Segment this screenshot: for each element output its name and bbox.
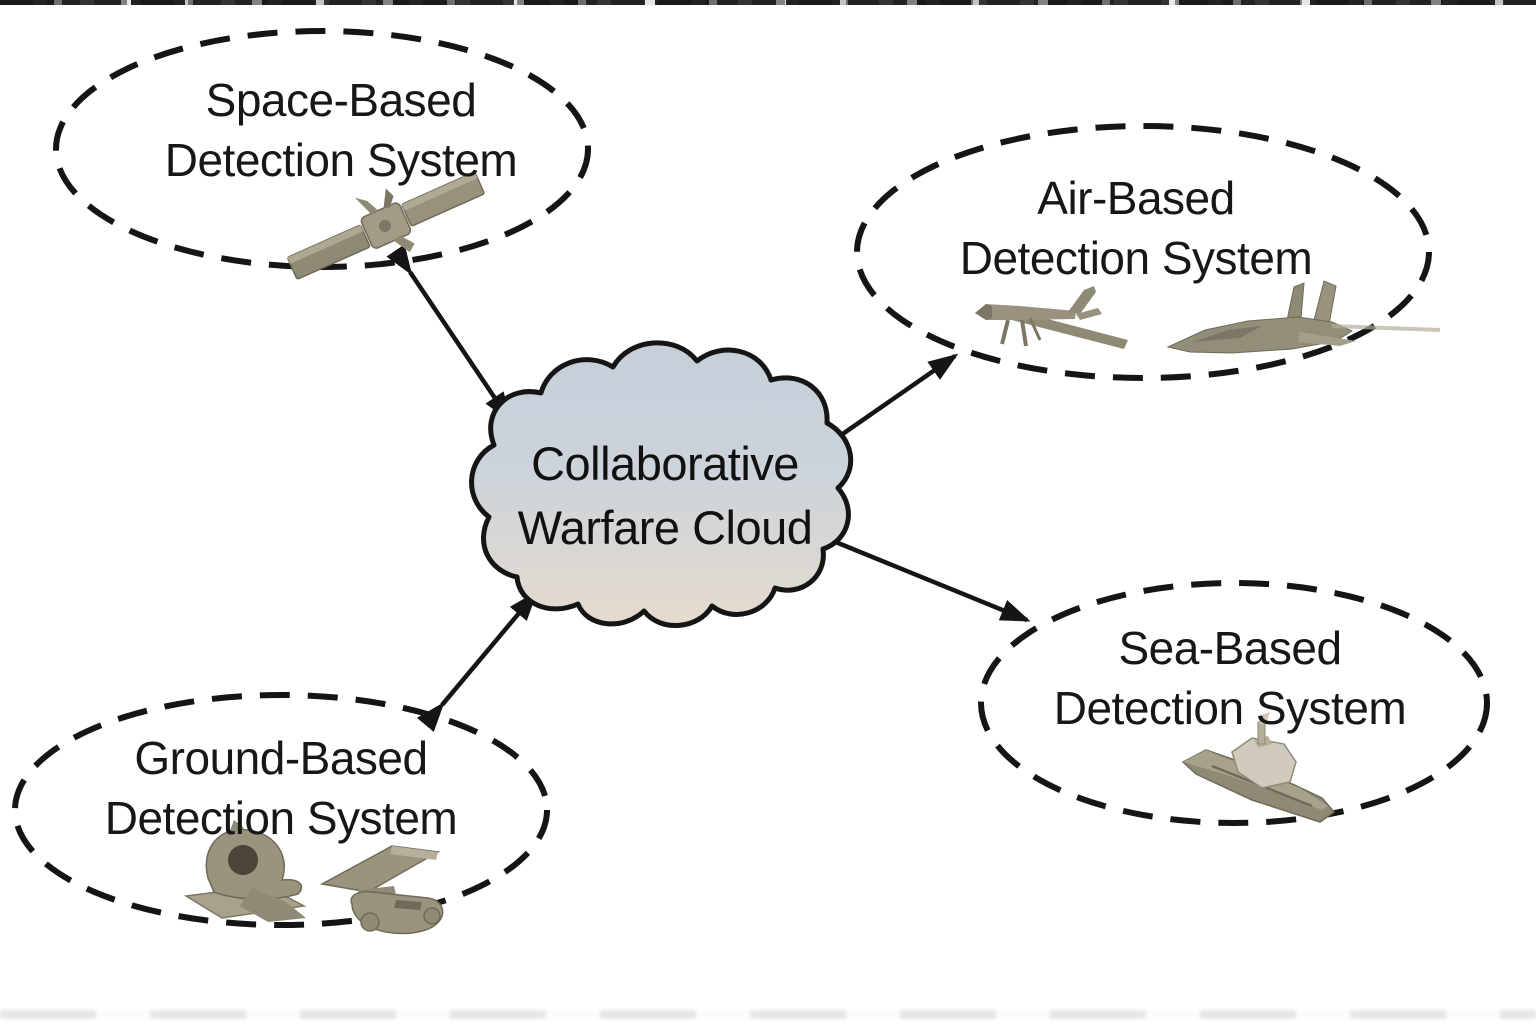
ground-node-label-line2: Detection System <box>104 792 458 844</box>
air-node-label-line1: Air-Based <box>1037 172 1235 224</box>
panel-radar-icon <box>319 845 444 935</box>
air-node-label: Air-Based Detection System <box>959 168 1313 288</box>
sea-node-ellipse <box>978 580 1490 826</box>
drone-icon <box>975 286 1128 349</box>
arrow-cloud-sea <box>787 514 1031 623</box>
space-node-label-line1: Space-Based <box>205 74 477 126</box>
ground-node-ellipse <box>12 692 550 928</box>
warship-icon <box>1181 712 1336 823</box>
arrow-cloud-ground <box>416 590 538 732</box>
warfare-cloud-label: Collaborative Warfare Cloud <box>518 432 813 560</box>
bottom-crop-artifact <box>0 1010 1536 1019</box>
satellite-icon <box>287 171 485 280</box>
space-node-label: Space-Based Detection System <box>164 70 518 190</box>
warfare-cloud-shape <box>469 340 854 628</box>
air-node-ellipse <box>854 123 1432 381</box>
top-crop-artifact <box>0 0 1536 5</box>
ground-node-label-line1: Ground-Based <box>134 732 428 784</box>
sea-node-label-line2: Detection System <box>1053 682 1407 734</box>
ground-node-label: Ground-Based Detection System <box>104 728 458 848</box>
dish-radar-icon <box>183 820 307 922</box>
arrow-cloud-space <box>386 244 512 423</box>
sea-node-label: Sea-Based Detection System <box>1053 618 1407 738</box>
warfare-cloud-label-line1: Collaborative <box>531 437 799 490</box>
air-node-label-line2: Detection System <box>959 232 1313 284</box>
fighter-jet-icon <box>1166 280 1441 354</box>
space-node-label-line2: Detection System <box>164 134 518 186</box>
sea-node-label-line1: Sea-Based <box>1118 622 1342 674</box>
warfare-cloud-label-line2: Warfare Cloud <box>517 501 813 554</box>
